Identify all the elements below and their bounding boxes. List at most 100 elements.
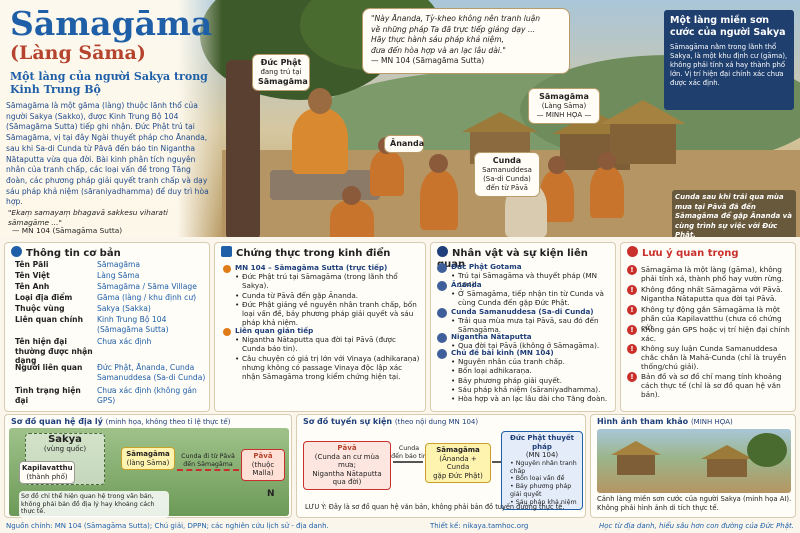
note-text: Không suy luận Cunda Samanuddesa chắc ch…	[641, 344, 787, 372]
flow-box-samagama: Sāmagāma (Ānanda + Cunda gặp Đức Phật)	[425, 443, 491, 484]
hut-roof-shape	[701, 445, 753, 459]
person-detail: Trú tại Sāmagāma và thuyết pháp (MN 104)…	[451, 271, 613, 289]
page-subtitle: (Làng Sāma)	[10, 42, 146, 64]
notes-panel: Lưu ý quan trọng !Sāmagāma là một làng (…	[620, 242, 796, 412]
note-item: ! Không tự động gắn Sāmagāma là một phần …	[627, 305, 791, 333]
person-block: Cunda Samanuddesa (Sa-di Cunda)Trải qua …	[451, 307, 613, 335]
note-item: !Không gán GPS hoặc vị trí hiện đại chín…	[627, 325, 791, 343]
alert-icon: !	[627, 372, 637, 382]
north-label: N	[267, 489, 275, 499]
buddha-label-place: Sāmagāma	[258, 77, 308, 86]
sutta-quote-line: về những pháp Ta đã trực tiếp giảng dạy …	[371, 24, 536, 34]
teaching-item: • Nguyên nhân tranh chấp	[510, 459, 577, 475]
note-text: Bản đồ và sơ đồ chỉ mang tính khoảng các…	[641, 372, 782, 400]
info-row-value: Gāma (làng / khu định cư)	[97, 293, 197, 302]
flow-box-pava: Pāvā (Cunda an cư mùa mưa; Nigantha Nāta…	[303, 441, 391, 490]
info-icon	[11, 246, 22, 257]
village-info-text: Sāmagāma nằm trong lãnh thổ Sakya, là mộ…	[670, 43, 788, 87]
info-row-key: Liên quan chính	[15, 315, 83, 324]
flow-note: LƯU Ý: Đây là sơ đồ quan hệ văn bản, khô…	[305, 503, 565, 511]
indirect-evidence: Liên quan gián tiếp Nigantha Nātaputta q…	[235, 326, 421, 381]
monk-figure	[590, 166, 624, 218]
flow-heading: Sơ đồ tuyến sự kiện (theo nội dung MN 10…	[303, 417, 478, 426]
monk-head	[342, 186, 361, 205]
evidence-title: Chứng thực trong kinh điển	[236, 248, 391, 259]
person-detail: Ở Sāmagāma, tiếp nhận tin từ Cunda và cù…	[451, 289, 613, 307]
bullet-icon	[223, 328, 231, 336]
village-label: Sāmagāma (Làng Sāma) — MINH HỌA —	[528, 88, 600, 124]
pali-quote-source: — MN 104 (Sāmagāma Sutta)	[12, 226, 123, 235]
monk-head	[598, 152, 616, 170]
flow-title-note: (theo nội dung MN 104)	[394, 418, 479, 426]
samagama-label: Sāmagāma	[126, 450, 170, 458]
basic-info-heading: Thông tin cơ bản	[11, 246, 121, 259]
kapila-box: Kapilavatthu(thành phố)	[19, 461, 75, 485]
footer-disclaimer: Học từ địa danh, hiểu sâu hơn con đường …	[598, 522, 794, 530]
note-item: !Không suy luận Cunda Samanuddesa chắc c…	[627, 344, 791, 372]
direct-evidence-title: MN 104 – Sāmagāma Sutta (trực tiếp)	[235, 263, 388, 272]
kapila-sub: (thành phố)	[26, 472, 68, 481]
flow-box-samagama-line1: (Ānanda + Cunda	[439, 454, 477, 472]
buddha-figure	[292, 108, 348, 174]
scene-illustration: Sāmagāma (Làng Sāma) Một làng của người …	[0, 0, 800, 237]
direct-evidence: MN 104 – Sāmagāma Sutta (trực tiếp) Đức …	[235, 263, 421, 327]
village-label-sub: (Làng Sāma)	[541, 102, 587, 110]
reference-caption: Cảnh làng miền sơn cước của người Sakya …	[597, 495, 792, 512]
pava-sub: (thuộc Malla)	[251, 460, 275, 478]
indirect-evidence-title: Liên quan gián tiếp	[235, 326, 314, 335]
alert-icon: !	[627, 265, 637, 275]
person-name: Chủ đề bài kinh (MN 104)	[451, 348, 554, 357]
ananda-label-name: Ānanda	[390, 139, 425, 148]
village-label-name: Sāmagāma	[539, 92, 589, 101]
person-icon	[437, 333, 447, 343]
reference-title-note: (MINH HỌA)	[690, 418, 733, 426]
flow-arrow	[492, 461, 502, 463]
notes-title: Lưu ý quan trọng	[642, 248, 739, 259]
flow-box-samagama-line2: gặp Đức Phật)	[433, 471, 483, 480]
person-block: Chủ đề bài kinh (MN 104)Nguyên nhân của …	[451, 348, 613, 403]
person-name: Đức Phật Gotama	[451, 262, 522, 271]
people-icon	[437, 246, 448, 257]
bullet-icon	[223, 265, 231, 273]
pava-box: Pāvā(thuộc Malla)	[241, 449, 285, 481]
sakya-sub: (vùng quốc)	[43, 444, 87, 453]
sutta-quote-line: "Này Ānanda, Tỳ-kheo không nên tranh luậ…	[371, 14, 541, 23]
person-detail: Nguyên nhân của tranh chấp.	[451, 357, 613, 366]
info-row-key: Tên hiện đại thường được nhận dạng	[15, 337, 93, 365]
monk-head	[429, 154, 448, 173]
sutta-quote-box: "Này Ānanda, Tỳ-kheo không nên tranh luậ…	[362, 8, 570, 74]
teaching-item: • Bảy phương pháp giải quyết	[510, 483, 572, 498]
village-info-title: Một làng miền sơn cước của người Sakya	[670, 15, 786, 38]
alert-icon: !	[627, 305, 637, 315]
cunda-note: Cunda sau khi trải qua mùa mưa tại Pāvā …	[672, 190, 796, 237]
flow-panel: Sơ đồ tuyến sự kiện (theo nội dung MN 10…	[296, 414, 586, 518]
reference-panel: Hình ảnh tham khảo (MINH HỌA) Cảnh làng …	[590, 414, 796, 518]
stone-seat-shape	[270, 170, 380, 200]
village-info-box: Một làng miền sơn cước của người Sakya S…	[664, 10, 794, 110]
map-note: Sơ đồ chỉ thể hiện quan hệ trong văn bản…	[19, 491, 169, 518]
evidence-item: Nigantha Nātaputta qua đời tại Pāvā (đượ…	[235, 335, 421, 353]
person-icon	[437, 349, 447, 359]
map-heading: Sơ đồ quan hệ địa lý (minh họa, không th…	[11, 417, 230, 426]
hut-shape	[610, 120, 676, 164]
samagama-sub: (làng Sāma)	[126, 458, 170, 467]
person-detail: Hòa hợp và an lạc lâu dài cho Tăng đoàn.	[451, 394, 613, 403]
cunda-label-line2: (Sa-di Cunda)	[483, 175, 531, 183]
hut-roof-shape	[611, 441, 661, 455]
note-text: Không tự động gắn Sāmagāma là một phần c…	[641, 305, 782, 333]
footer-design: Thiết kế: nikaya.tamhoc.org	[430, 522, 529, 530]
info-row-key: Tên Việt	[15, 271, 50, 280]
kapila-label: Kapilavatthu	[22, 464, 73, 472]
info-row-value: Chưa xác định	[97, 337, 152, 346]
page-tagline: Một làng của người Sakya trong Kinh Trun…	[10, 70, 208, 96]
person-detail: Qua đời tại Pāvā (không ở Sāmagāma).	[451, 341, 613, 350]
info-row-value: Sakya (Sakka)	[97, 304, 151, 313]
buddha-label: Đức Phật đang trú tại Sāmagāma	[252, 54, 310, 91]
info-row-value: Kinh Trung Bộ 104 (Sāmagāma Sutta)	[97, 315, 169, 334]
tree-shape	[747, 433, 787, 467]
sutta-quote-line: Hãy thực hành sáu pháp khả niệm,	[371, 35, 505, 44]
cunda-label-name: Cunda	[492, 156, 522, 165]
flow-box-samagama-name: Sāmagāma	[436, 446, 480, 454]
note-text: Không gán GPS hoặc vị trí hiện đại chính…	[641, 325, 790, 344]
